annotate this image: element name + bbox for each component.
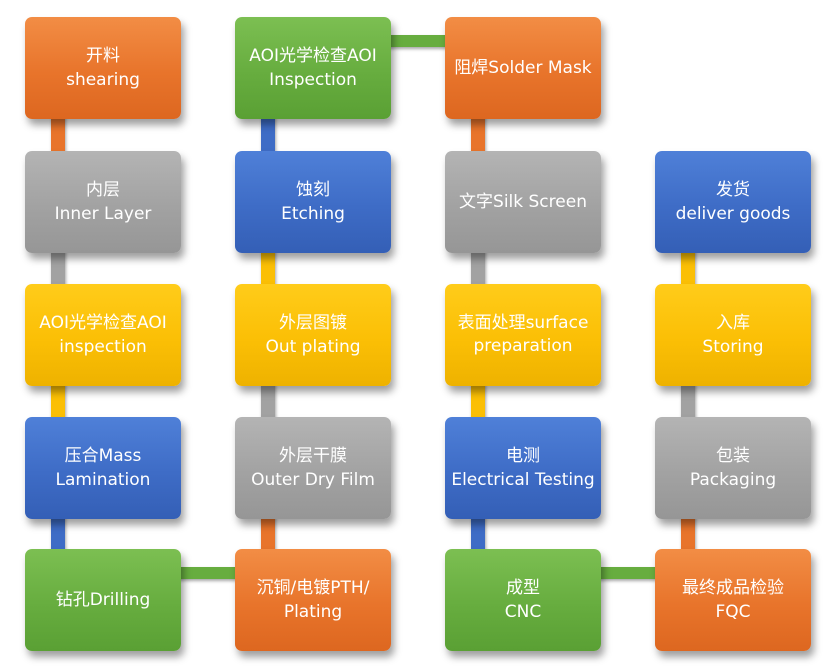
step-label: AOI光学检查AOI <box>249 46 377 66</box>
step-solder-mask: 阻焊Solder Mask <box>445 17 601 119</box>
step-label: 阻焊Solder Mask <box>454 58 592 78</box>
step-sublabel: Outer Dry Film <box>251 470 375 490</box>
connector-fqc-to-packaging <box>681 515 695 553</box>
step-label: 外层干膜 <box>279 446 347 466</box>
step-surface-preparation: 表面处理surface preparation <box>445 284 601 386</box>
step-pth-plating: 沉铜/电镀PTH/Plating <box>235 549 391 651</box>
step-label: 钻孔Drilling <box>55 590 151 610</box>
step-sublabel: FQC <box>715 602 751 622</box>
connector-out-plating-to-etching <box>261 249 275 288</box>
step-sublabel: Storing <box>702 337 764 357</box>
step-label: 沉铜/电镀PTH/ <box>256 578 370 598</box>
step-inner-layer: 内层 Inner Layer <box>25 151 181 253</box>
step-sublabel: inspection <box>59 337 147 357</box>
connector-pth-plating-to-outer-dry-film <box>261 515 275 553</box>
connector-drilling-to-pth-plating <box>177 567 239 579</box>
step-electrical-testing: 电测 Electrical Testing <box>445 417 601 519</box>
connector-surface-preparation-to-electrical-testing <box>471 382 485 421</box>
step-label: 文字Silk Screen <box>459 192 587 212</box>
step-sublabel: Inspection <box>269 70 357 90</box>
step-cnc: 成型 CNC <box>445 549 601 651</box>
connector-inner-layer-to-aoi-inspection-1 <box>51 249 65 288</box>
step-label: AOI光学检查AOI <box>39 313 167 333</box>
step-label: 最终成品检验 <box>682 578 784 598</box>
step-label: 表面处理surface <box>457 313 589 333</box>
step-storing: 入库 Storing <box>655 284 811 386</box>
step-label: 成型 <box>506 578 540 598</box>
step-label: 外层图镀 <box>279 313 347 333</box>
step-silk-screen: 文字Silk Screen <box>445 151 601 253</box>
connector-silk-screen-to-surface-preparation <box>471 249 485 288</box>
step-packaging: 包装 Packaging <box>655 417 811 519</box>
step-label: 压合Mass <box>64 446 142 466</box>
step-sublabel: Electrical Testing <box>451 470 595 490</box>
step-label: 蚀刻 <box>296 180 330 200</box>
connector-shearing-to-inner-layer <box>51 115 65 155</box>
step-label: 开料 <box>86 46 120 66</box>
step-sublabel: Plating <box>283 602 343 622</box>
connector-mass-lamination-to-drilling <box>51 515 65 553</box>
connector-packaging-to-storing <box>681 382 695 421</box>
step-sublabel: Packaging <box>689 470 777 490</box>
step-label: 发货 <box>716 180 750 200</box>
step-aoi-inspection-outer: AOI光学检查AOI Inspection <box>235 17 391 119</box>
connector-solder-mask-to-silk-screen <box>471 115 485 155</box>
connector-etching-to-aoi-inspection-2 <box>261 115 275 155</box>
connector-cnc-to-fqc <box>597 567 659 579</box>
step-label: 入库 <box>716 313 750 333</box>
step-sublabel: CNC <box>504 602 542 622</box>
step-out-plating: 外层图镀 Out plating <box>235 284 391 386</box>
connector-electrical-testing-to-cnc <box>471 515 485 553</box>
step-label: 电测 <box>506 446 540 466</box>
step-sublabel: Lamination <box>55 470 151 490</box>
step-label: 包装 <box>716 446 750 466</box>
step-drilling: 钻孔Drilling <box>25 549 181 651</box>
step-outer-dry-film: 外层干膜 Outer Dry Film <box>235 417 391 519</box>
connector-storing-to-deliver-goods <box>681 249 695 288</box>
step-sublabel: preparation <box>473 336 573 356</box>
step-label: 内层 <box>86 180 120 200</box>
step-sublabel: Etching <box>281 204 345 224</box>
step-sublabel: deliver goods <box>675 204 791 224</box>
step-etching: 蚀刻 Etching <box>235 151 391 253</box>
step-sublabel: Out plating <box>265 337 361 357</box>
step-sublabel: Inner Layer <box>54 204 152 224</box>
step-fqc: 最终成品检验 FQC <box>655 549 811 651</box>
connector-aoi-inspection-1-to-mass-lamination <box>51 382 65 421</box>
connector-outer-dry-film-to-out-plating <box>261 382 275 421</box>
step-deliver-goods: 发货 deliver goods <box>655 151 811 253</box>
connector-aoi-inspection-2-to-solder-mask <box>387 35 449 47</box>
step-sublabel: shearing <box>66 70 140 90</box>
step-aoi-inspection-inner: AOI光学检查AOI inspection <box>25 284 181 386</box>
step-shearing: 开料 shearing <box>25 17 181 119</box>
